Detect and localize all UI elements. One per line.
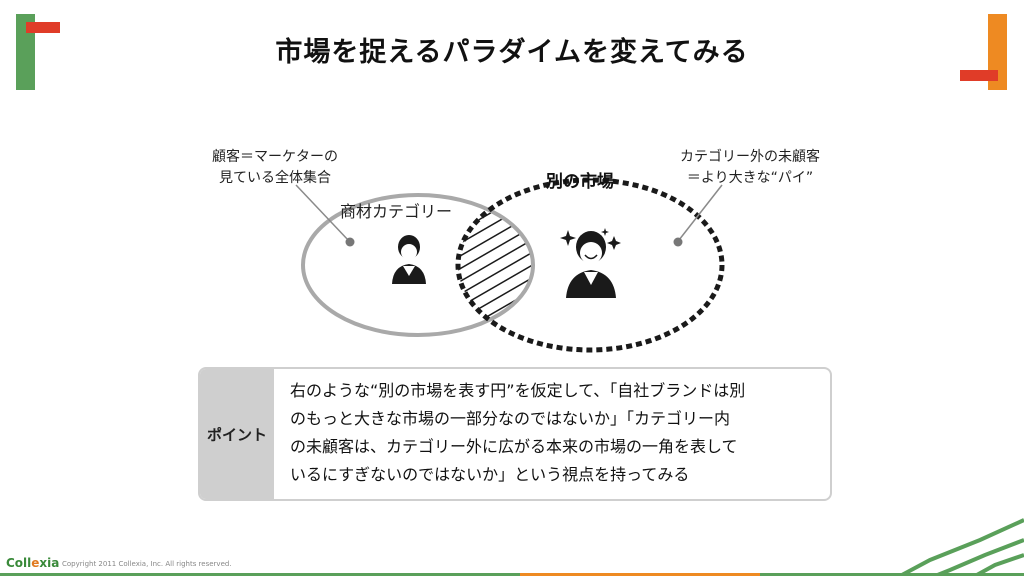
overlap-hatched-region: [458, 195, 533, 335]
point-text: 右のような“別の市場を表す円”を仮定して、「自社ブランドは別 のもっと大きな市場…: [290, 377, 820, 489]
logo-part1: Coll: [6, 556, 32, 570]
point-text-line: いるにすぎないのではないか」という視点を持ってみる: [290, 465, 690, 484]
annotation-customers-line1: 顧客＝マーケターの: [212, 149, 338, 165]
logo-part3: xia: [39, 556, 60, 570]
point-label-cell: ポイント: [200, 369, 274, 499]
corner-bracket-red-right: [960, 70, 998, 81]
annotation-customers: 顧客＝マーケターの 見ている全体集合: [190, 147, 360, 189]
customer-person-icon: [392, 235, 426, 284]
annotation-noncustomers-line1: カテゴリー外の未顧客: [680, 149, 820, 165]
other-market-circle: [455, 177, 725, 353]
annotation-noncustomers-line2: ＝より大きな“パイ”: [686, 170, 814, 186]
footer-rule: [0, 573, 1024, 576]
sparkle-icon: [560, 228, 621, 250]
other-market-label: 別の市場: [546, 172, 614, 192]
slide-title: 市場を捉えるパラダイムを変えてみる: [275, 37, 749, 68]
annotation-noncustomers: カテゴリー外の未顧客 ＝より大きな“パイ”: [645, 147, 855, 189]
logo-part2: e: [31, 556, 40, 570]
point-text-line: の未顧客は、カテゴリー外に広がる本来の市場の一角を表して: [290, 437, 738, 456]
happy-person-icon: [566, 231, 616, 298]
point-text-line: 右のような“別の市場を表す円”を仮定して、「自社ブランドは別: [290, 381, 746, 400]
leader-line-left: [295, 184, 350, 242]
annotation-customers-line2: 見ている全体集合: [219, 170, 331, 186]
footer-rule-orange: [520, 573, 760, 576]
copyright-text: Copyright 2011 Collexia, Inc. All rights…: [62, 560, 232, 568]
point-text-line: のもっと大きな市場の一部分なのではないか」「カテゴリー内: [290, 409, 731, 428]
point-label: ポイント: [206, 425, 267, 444]
leader-dot-left: [345, 237, 355, 247]
product-category-circle: [301, 193, 535, 337]
product-category-label: 商材カテゴリー: [340, 202, 453, 221]
company-logo: Collexia: [6, 556, 59, 570]
point-box: ポイント 右のような“別の市場を表す円”を仮定して、「自社ブランドは別 のもっと…: [198, 367, 832, 501]
leader-dot-right: [673, 237, 683, 247]
corner-bracket-red-left: [26, 22, 60, 33]
leader-line-right: [678, 184, 723, 241]
